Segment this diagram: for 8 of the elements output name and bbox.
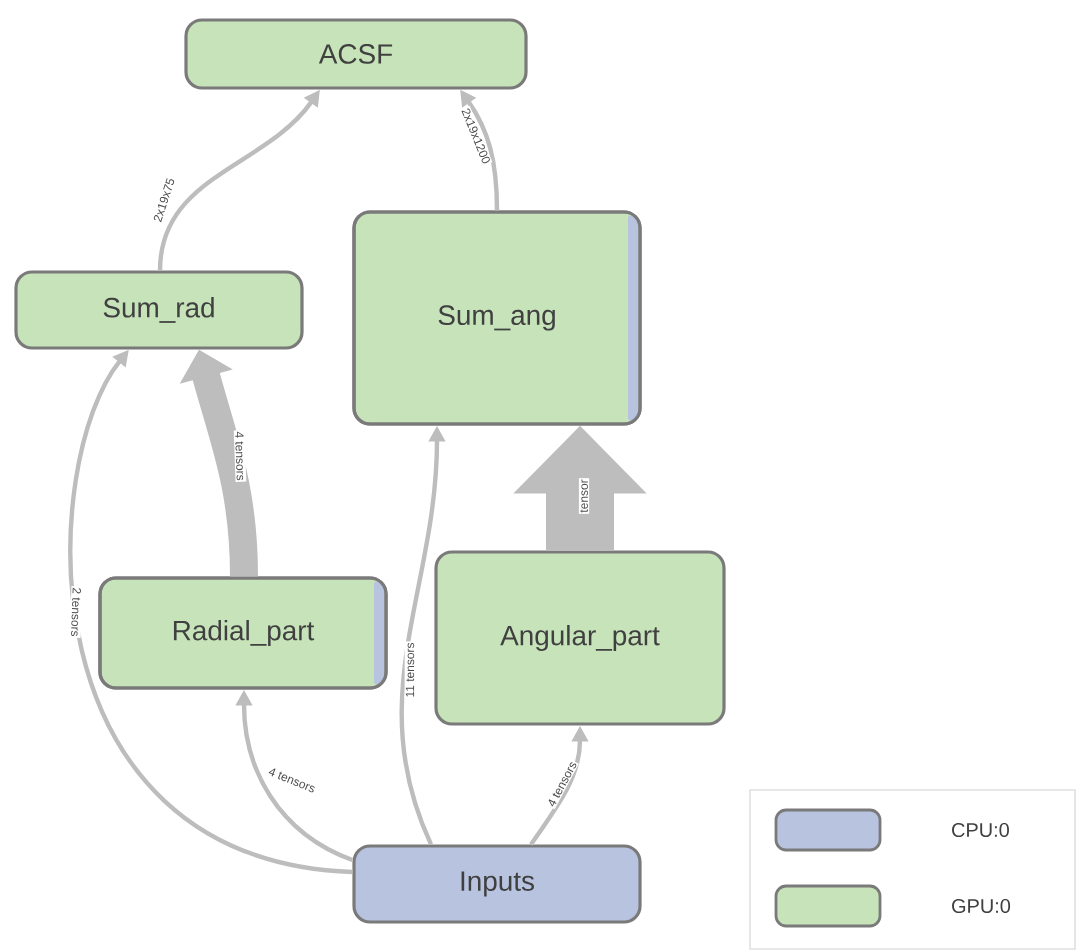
- legend-label: CPU:0: [952, 822, 1009, 838]
- op-box: ACSF: [184, 18, 528, 90]
- legend-label: GPU:0: [952, 898, 1011, 914]
- op-box: Angular_part: [434, 550, 726, 726]
- op-box: Radial_part: [98, 576, 388, 690]
- op-box: Sum_ang: [352, 210, 642, 426]
- op-box: Inputs: [352, 844, 642, 924]
- op-box: Sum_rad: [14, 270, 304, 350]
